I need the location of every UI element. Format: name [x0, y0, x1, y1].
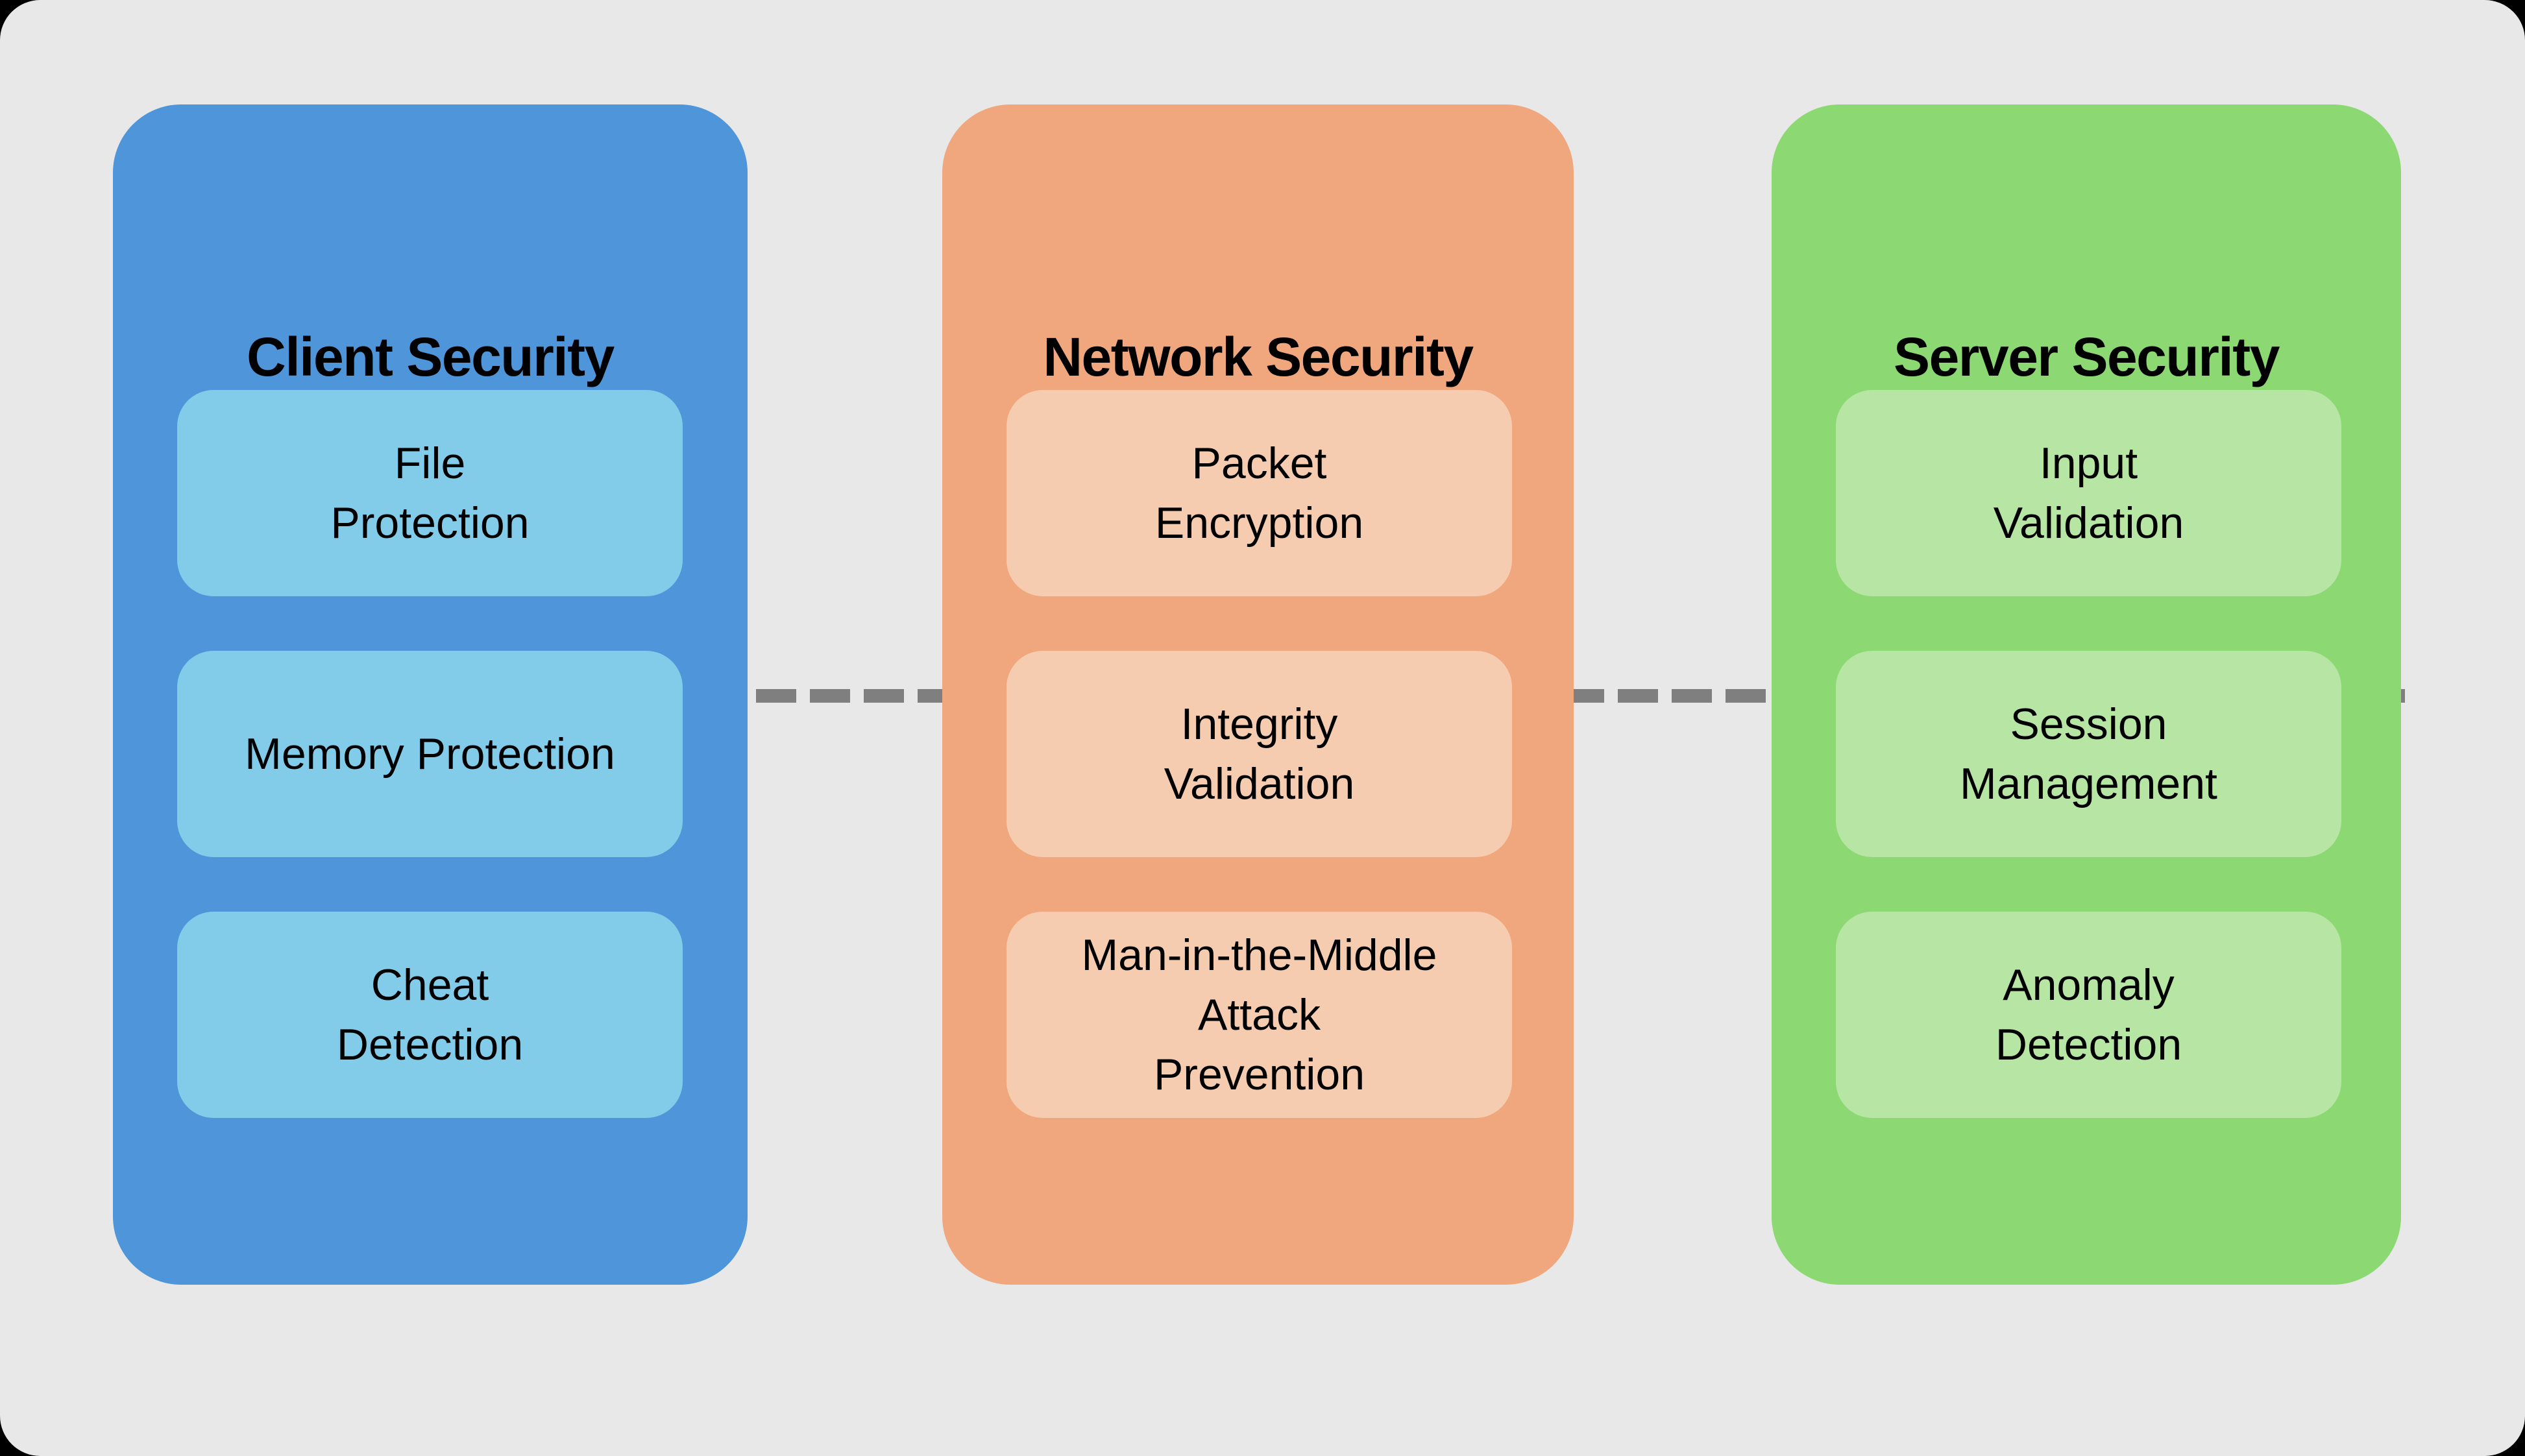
item-integrity-validation: Integrity Validation	[1006, 651, 1512, 857]
item-label: Session Management	[1960, 699, 2217, 808]
item-anomaly-detection: Anomaly Detection	[1836, 912, 2341, 1118]
column-title-network-security: Network Security	[1043, 326, 1474, 387]
column-server-security: Server Security Input Validation Session…	[1772, 104, 2401, 1285]
item-label: Anomaly Detection	[1995, 960, 2182, 1069]
item-label: Input Validation	[1993, 439, 2184, 548]
item-input-validation: Input Validation	[1836, 390, 2341, 596]
item-label: Packet Encryption	[1154, 439, 1364, 548]
item-label: File Protection	[330, 439, 530, 548]
column-title-server-security: Server Security	[1894, 326, 2280, 387]
item-label: Man-in-the-Middle Attack Prevention	[1081, 930, 1437, 1099]
item-label: Cheat Detection	[336, 960, 524, 1069]
item-file-protection: File Protection	[177, 390, 683, 596]
item-label: Memory Protection	[245, 729, 615, 779]
item-man-in-the-middle-attack-prevention: Man-in-the-Middle Attack Prevention	[1006, 912, 1512, 1118]
item-session-management: Session Management	[1836, 651, 2341, 857]
column-title-client-security: Client Security	[247, 326, 615, 387]
column-network-security: Network Security Packet Encryption Integ…	[942, 104, 1574, 1285]
item-memory-protection: Memory Protection	[177, 651, 683, 857]
column-client-security: Client Security File Protection Memory P…	[113, 104, 748, 1285]
item-cheat-detection: Cheat Detection	[177, 912, 683, 1118]
item-packet-encryption: Packet Encryption	[1006, 390, 1512, 596]
item-label: Integrity Validation	[1164, 699, 1355, 808]
